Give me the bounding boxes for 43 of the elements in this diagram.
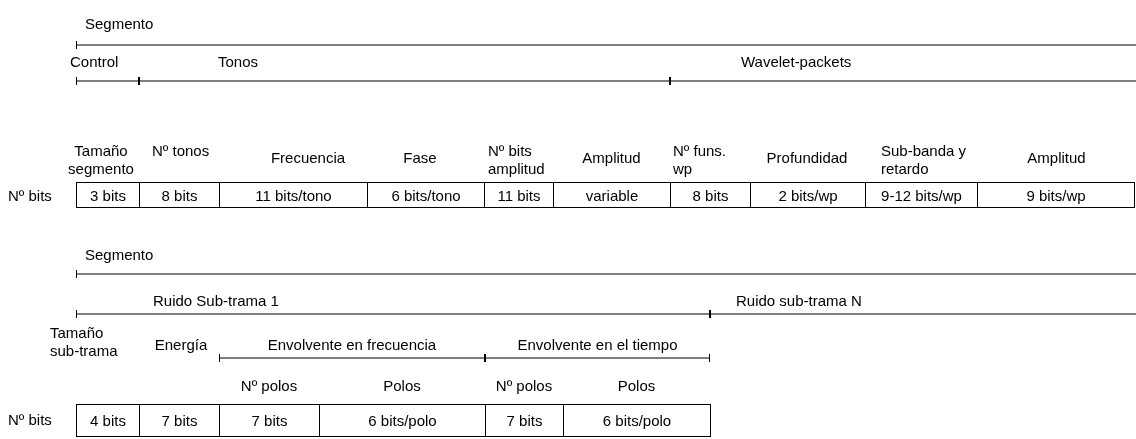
field-size: 8 bits (670, 182, 751, 208)
field-name: Nº tonos (152, 142, 211, 160)
field-name: Nº polos (239, 377, 299, 395)
field-size: 6 bits/polo (563, 404, 711, 437)
field-name: Polos (382, 377, 422, 395)
group-label: Segmento (85, 246, 154, 263)
group-label: Ruido Sub-trama 1 (153, 292, 279, 309)
field-name: Energía (153, 336, 209, 354)
field-size: 7 bits (139, 404, 220, 437)
field-size: 4 bits (76, 404, 140, 437)
field-size: 6 bits/tono (367, 182, 485, 208)
field-name: Nº funs. wp (673, 142, 727, 178)
group-label: Ruido sub-trama N (736, 292, 862, 309)
field-size: 9 bits/wp (977, 182, 1135, 208)
field-size: 2 bits/wp (750, 182, 866, 208)
field-name: Fase (402, 149, 438, 167)
field-size: 7 bits (219, 404, 320, 437)
field-size: 8 bits (139, 182, 220, 208)
field-name: Amplitud (581, 149, 642, 167)
field-size: 9-12 bits/wp (865, 182, 978, 208)
field-name: Polos (616, 377, 657, 395)
row-label: Nº bits (8, 411, 52, 428)
field-name: Nº bits amplitud (488, 142, 546, 178)
field-name: Tamaño sub-trama (50, 324, 119, 360)
field-name: Nº polos (494, 377, 554, 395)
field-size: 11 bits (484, 182, 554, 208)
field-size: 7 bits (485, 404, 564, 437)
field-size: 11 bits/tono (219, 182, 368, 208)
row-label: Nº bits (8, 187, 52, 204)
field-name: Envolvente en el tiempo (516, 336, 679, 354)
field-name: Tamaño segmento (67, 142, 135, 178)
group-label: Control (70, 53, 119, 70)
field-name: Envolvente en frecuencia (266, 336, 438, 354)
field-name: Profundidad (765, 149, 849, 167)
group-label: Wavelet-packets (741, 53, 852, 70)
group-label: Segmento (85, 15, 154, 32)
group-label: Tonos (218, 53, 259, 70)
field-size: 3 bits (76, 182, 140, 208)
field-size: variable (553, 182, 671, 208)
field-name: Sub-banda y retardo (881, 142, 968, 178)
field-name: Frecuencia (269, 149, 347, 167)
field-size: 6 bits/polo (319, 404, 486, 437)
field-name: Amplitud (1026, 149, 1087, 167)
